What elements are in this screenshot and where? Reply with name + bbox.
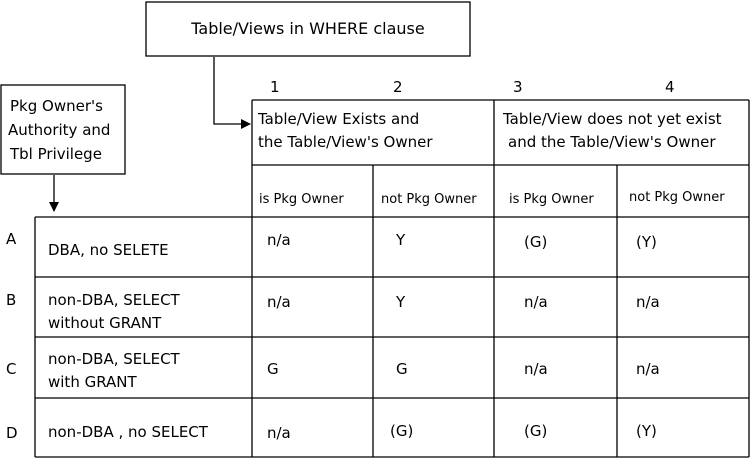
table-grid [34,99,750,458]
where-clause-box [145,1,471,57]
row-label-c-line-1: non-DBA, SELECT [48,350,181,368]
row-letter-b: B [6,291,16,309]
owner-authority-line-3: Tbl Privilege [9,145,102,163]
sub-header-3: is Pkg Owner [509,192,594,207]
row-label-a: DBA, no SELETE [48,241,169,259]
cell-a-1: n/a [267,231,291,249]
owner-authority-line-1: Pkg Owner's [10,97,103,115]
cell-c-4: n/a [636,360,660,378]
cell-d-2: (G) [390,422,413,440]
cell-d-1: n/a [267,424,291,442]
row-letter-c: C [6,360,16,378]
where-clause-label: Table/Views in WHERE clause [190,19,424,38]
cell-b-1: n/a [267,293,291,311]
cell-a-2: Y [395,231,406,249]
cell-c-2: G [396,360,408,378]
where-arrow [213,57,251,129]
column-number-2: 2 [393,78,403,96]
sub-header-4: not Pkg Owner [629,190,725,205]
group-header-exists-line-1: Table/View Exists and [257,110,419,128]
group-header-not-exist-line-1: Table/View does not yet exist [502,110,722,128]
cell-b-2: Y [395,293,406,311]
group-header-exists-line-2: the Table/View's Owner [258,133,433,151]
cell-b-3: n/a [524,293,548,311]
cell-c-1: G [267,360,279,378]
row-letter-d: D [6,424,18,442]
row-label-b-line-2: without GRANT [48,314,162,332]
sub-header-1: is Pkg Owner [259,192,344,207]
cell-a-3: (G) [524,233,547,251]
row-letter-a: A [6,230,17,248]
cell-c-3: n/a [524,360,548,378]
owner-authority-box [0,84,126,175]
column-number-4: 4 [665,78,675,96]
cell-a-4: (Y) [636,233,657,251]
cell-d-3: (G) [524,422,547,440]
sub-header-2: not Pkg Owner [381,192,477,207]
row-label-b-line-1: non-DBA, SELECT [48,291,181,309]
cell-b-4: n/a [636,293,660,311]
owner-authority-line-2: Authority and [8,121,110,139]
group-header-not-exist-line-2: and the Table/View's Owner [508,133,716,151]
column-number-1: 1 [270,78,280,96]
column-number-3: 3 [513,78,523,96]
row-label-d: non-DBA , no SELECT [48,423,209,441]
row-label-c-line-2: with GRANT [48,373,138,391]
cell-d-4: (Y) [636,422,657,440]
